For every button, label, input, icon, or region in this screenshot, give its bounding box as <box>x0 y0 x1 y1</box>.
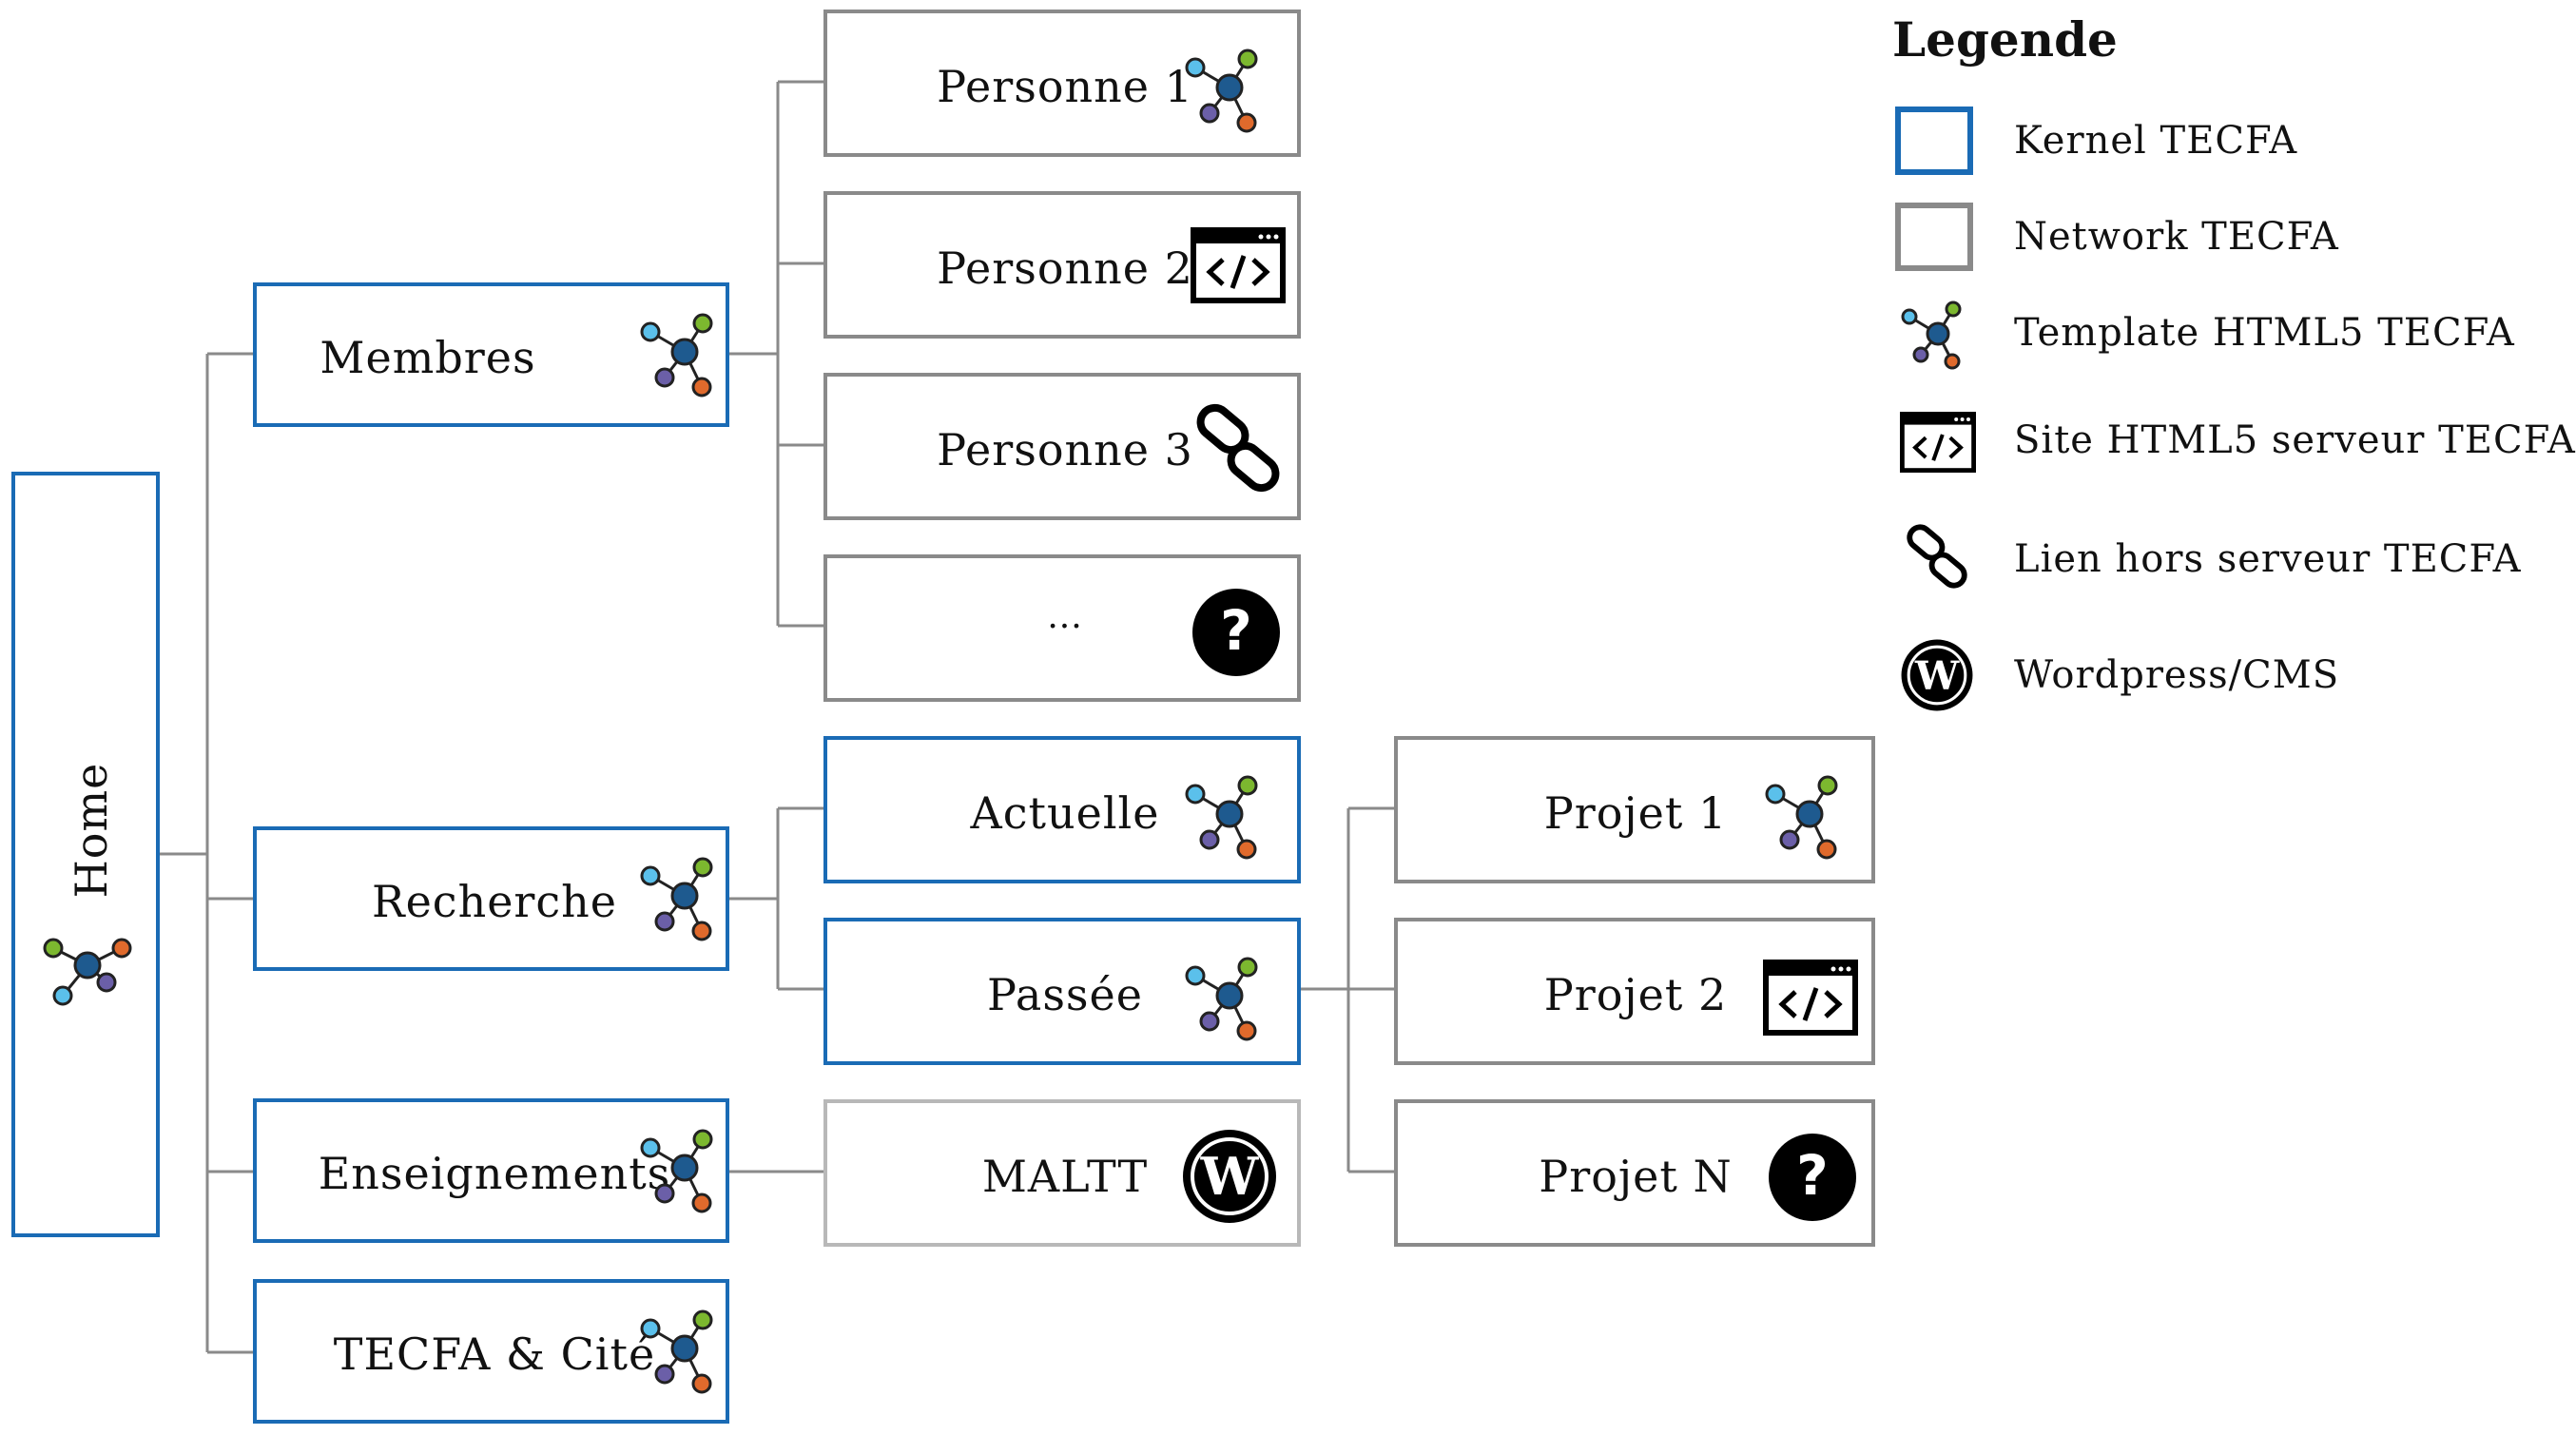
code-window-icon <box>1191 227 1286 303</box>
legend-item-label: Kernel TECFA <box>2014 119 2298 163</box>
svg-text:?: ? <box>1220 598 1252 663</box>
template-icon <box>640 313 713 398</box>
sitemap-diagram: Home Membres <box>11 10 2575 1424</box>
template-icon <box>1185 957 1258 1041</box>
node-projet-1-label: Projet 1 <box>1543 787 1728 839</box>
network-box-swatch <box>1895 203 1973 271</box>
svg-text:W: W <box>1914 652 1960 699</box>
template-icon <box>43 938 132 1006</box>
node-home[interactable]: Home <box>11 472 160 1237</box>
node-passee[interactable]: Passée <box>823 918 1301 1065</box>
svg-text:W: W <box>1200 1146 1260 1207</box>
node-actuelle-label: Actuelle <box>970 787 1160 839</box>
question-icon: ? <box>1192 589 1280 676</box>
node-actuelle[interactable]: Actuelle <box>823 736 1301 883</box>
legend-item-label: Lien hors serveur TECFA <box>2014 537 2522 581</box>
template-icon <box>1185 48 1258 133</box>
node-tecfa-cite-label: TECFA & Cité <box>333 1328 656 1380</box>
node-membres[interactable]: Membres <box>253 282 729 427</box>
legend-item-label: Template HTML5 TECFA <box>2014 311 2515 355</box>
node-personne-2-label: Personne 2 <box>937 242 1193 294</box>
svg-text:?: ? <box>1796 1143 1829 1208</box>
node-projet-n-label: Projet N <box>1539 1151 1733 1202</box>
template-icon <box>1765 775 1838 860</box>
template-icon <box>640 857 713 941</box>
code-window-icon <box>1900 412 1976 473</box>
wordpress-icon: W <box>1183 1130 1276 1223</box>
kernel-box-swatch <box>1895 107 1973 175</box>
node-recherche[interactable]: Recherche <box>253 826 729 971</box>
node-enseignements-label: Enseignements <box>318 1148 671 1199</box>
node-personne-1-label: Personne 1 <box>937 61 1193 112</box>
template-icon <box>640 1309 713 1394</box>
connector-lines <box>160 80 1396 1354</box>
code-window-icon <box>1763 960 1858 1036</box>
template-icon <box>640 1129 713 1213</box>
legend-title: Legende <box>1892 11 2118 68</box>
node-personne-1[interactable]: Personne 1 <box>823 10 1301 157</box>
template-icon <box>1185 775 1258 860</box>
template-icon <box>1901 301 1962 370</box>
node-home-label: Home <box>66 762 117 899</box>
node-projet-1[interactable]: Projet 1 <box>1394 736 1875 883</box>
node-personne-3[interactable]: Personne 3 <box>823 373 1301 520</box>
node-personne-2[interactable]: Personne 2 <box>823 191 1301 339</box>
node-membres-label: Membres <box>320 332 536 383</box>
node-personne-more-label: ... <box>1047 597 1083 636</box>
chain-link-icon <box>1907 524 1967 589</box>
node-recherche-label: Recherche <box>371 876 618 927</box>
legend-item-label: Site HTML5 serveur TECFA <box>2014 418 2576 462</box>
node-enseignements[interactable]: Enseignements <box>253 1098 729 1243</box>
node-tecfa-cite[interactable]: TECFA & Cité <box>253 1279 729 1424</box>
node-projet-2-label: Projet 2 <box>1543 969 1728 1020</box>
legend-item-label: Wordpress/CMS <box>2014 653 2340 697</box>
node-personne-more[interactable]: ... ? <box>823 554 1301 702</box>
wordpress-icon: W <box>1901 639 1973 711</box>
node-personne-3-label: Personne 3 <box>937 424 1193 475</box>
node-projet-2[interactable]: Projet 2 <box>1394 918 1875 1065</box>
node-maltt[interactable]: MALTT W <box>823 1099 1301 1247</box>
node-passee-label: Passée <box>987 969 1143 1020</box>
legend-item-label: Network TECFA <box>2014 215 2339 259</box>
chain-link-icon <box>1196 403 1280 493</box>
question-icon: ? <box>1769 1134 1856 1221</box>
node-projet-n[interactable]: Projet N ? <box>1394 1099 1875 1247</box>
node-maltt-label: MALTT <box>981 1151 1149 1202</box>
